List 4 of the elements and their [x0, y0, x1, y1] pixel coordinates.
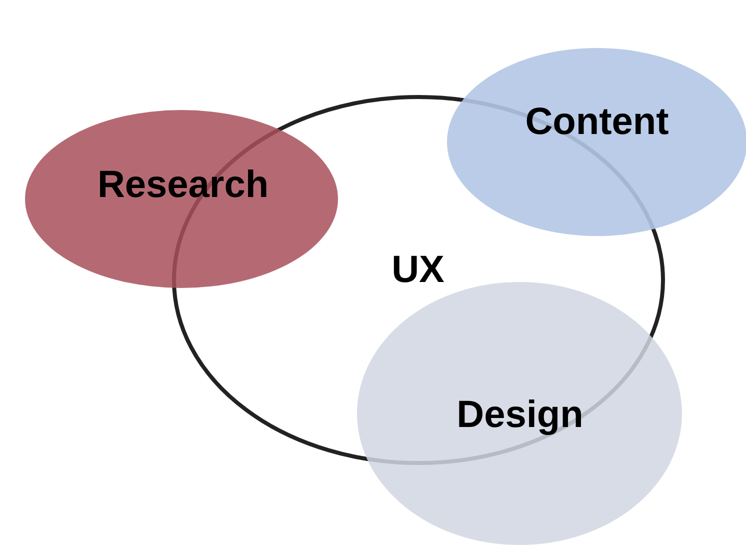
circle-label: UX [392, 251, 444, 289]
circle-label: Content [525, 103, 669, 141]
circle-label: Design [456, 396, 584, 434]
circle-label: Research [97, 166, 269, 204]
